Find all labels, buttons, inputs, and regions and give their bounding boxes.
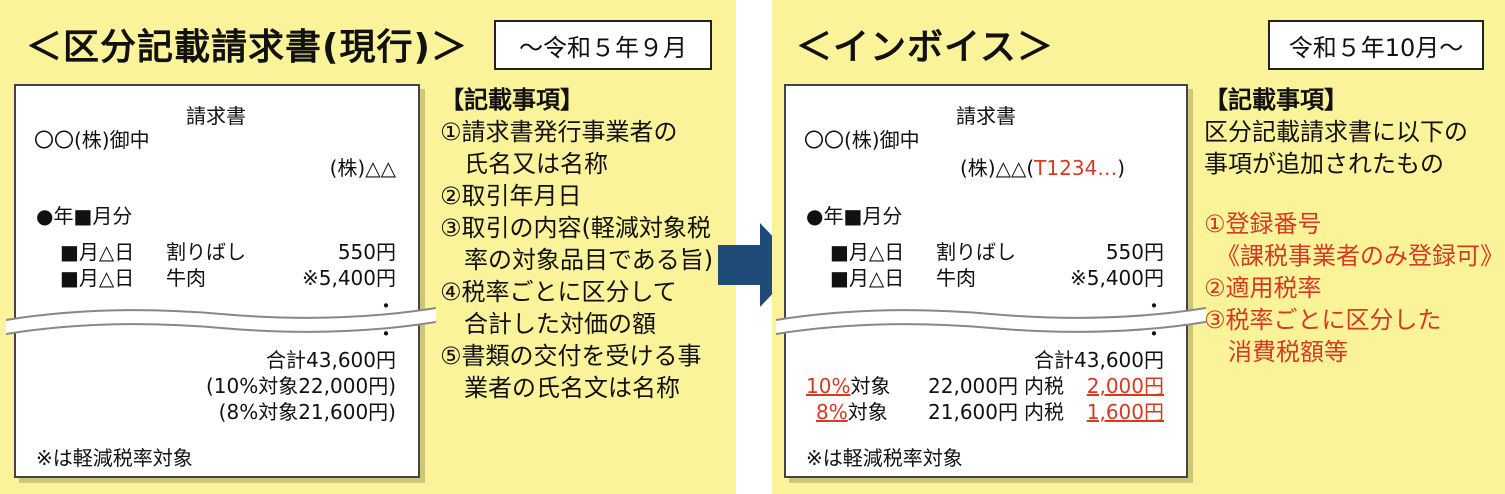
doc-note: ※は軽減税率対象 [36,446,193,470]
requirement-intro: 区分記載請求書に以下の [1204,118,1468,146]
requirement-line: 氏名又は名称 [440,150,608,178]
current-invoice-panel: ＜区分記載請求書(現行)＞ ～令和５年９月 請求書 〇〇(株)御中 (株)△△ … [0,0,736,494]
item-date: ■月△日 [830,240,905,264]
requirement-line: 合計した対価の額 [440,310,656,338]
tax-row-tax: 2,000円 [1086,374,1164,398]
item-name: 牛肉 [936,266,976,290]
tax-rate: 8% [816,400,848,424]
item-name: 割りばし [936,240,1016,264]
continuation-dot: ・ [1144,294,1164,318]
item-amount: 550円 [1105,240,1164,264]
requirements-heading: 【記載事項】 [440,86,584,114]
requirement-intro: 事項が追加されたもの [1204,150,1444,178]
item-date: ■月△日 [60,240,135,264]
added-requirement: ①登録番号 [1204,210,1322,238]
current-title: ＜区分記載請求書(現行)＞ [26,27,468,68]
doc-issuer: (株)△△(T1234…) [960,156,1126,180]
item-name: 割りばし [166,240,246,264]
doc-total: 合計43,600円 [266,348,396,372]
doc-issuer: (株)△△ [329,156,396,180]
tax-row-tax: 1,600円 [1086,400,1164,424]
doc-note: ※は軽減税率対象 [806,446,963,470]
invoice-requirements: 【記載事項】 区分記載請求書に以下の 事項が追加されたもの ①登録番号 《課税事… [1204,84,1504,368]
item-date: ■月△日 [830,266,905,290]
registration-number: T1234… [1034,156,1118,180]
requirement-line: 業者の氏名文は名称 [440,374,680,402]
item-amount: ※5,400円 [301,266,396,290]
tax-row-8: 8%対象 [816,400,888,424]
requirement-line: ①請求書発行事業者の [440,118,678,146]
doc-heading: 請求書 [956,104,1016,128]
cut-wave-divider [776,307,1206,335]
invoice-date-box: 令和５年10月～ [1268,20,1484,70]
doc-addressee: 〇〇(株)御中 [804,128,920,152]
requirement-line: ④税率ごとに区分して [440,278,677,306]
added-requirement: 消費税額等 [1204,338,1348,366]
invoice-panel: ＜インボイス＞ 令和５年10月～ 請求書 〇〇(株)御中 (株)△△(T1234… [772,0,1505,494]
continuation-dot: ・ [376,294,396,318]
requirement-line: ⑤書類の交付を受ける事 [440,342,702,370]
requirement-line: ③取引の内容(軽減対象税 [440,214,711,242]
current-invoice-document: 請求書 〇〇(株)御中 (株)△△ ●年■月分 ■月△日 割りばし 550円 ■… [6,84,436,478]
added-requirement: ②適用税率 [1204,274,1322,302]
doc-period: ●年■月分 [36,204,133,228]
doc-total: 合計43,600円 [1034,348,1164,372]
added-requirement: ③税率ごとに区分した [1204,306,1442,334]
requirements-heading: 【記載事項】 [1204,86,1348,114]
requirement-line: ②取引年月日 [440,182,582,210]
doc-tax-8: (8%対象21,600円) [218,400,396,424]
current-requirements: 【記載事項】 ①請求書発行事業者の 氏名又は名称 ②取引年月日 ③取引の内容(軽… [440,84,713,404]
cut-wave-divider [6,307,436,335]
item-date: ■月△日 [60,266,135,290]
tax-row-label: 内税 [1024,400,1064,424]
doc-period: ●年■月分 [806,204,903,228]
added-requirement: 《課税事業者のみ登録可》 [1204,242,1504,270]
doc-addressee: 〇〇(株)御中 [34,128,150,152]
item-amount: 550円 [337,240,396,264]
invoice-document: 請求書 〇〇(株)御中 (株)△△(T1234…) ●年■月分 ■月△日 割りば… [776,84,1206,478]
doc-heading: 請求書 [186,104,246,128]
item-amount: ※5,400円 [1069,266,1164,290]
invoice-title: ＜インボイス＞ [796,27,1054,68]
tax-row-label: 内税 [1024,374,1064,398]
tax-row-amount: 21,600円 [928,400,1018,424]
tax-rate: 10% [806,374,851,398]
requirement-line: 率の対象品目である旨) [440,246,714,274]
item-name: 牛肉 [166,266,206,290]
tax-row-amount: 22,000円 [928,374,1018,398]
current-date-box: ～令和５年９月 [494,20,712,70]
tax-row-10: 10%対象 [806,374,891,398]
doc-tax-10: (10%対象22,000円) [205,374,396,398]
